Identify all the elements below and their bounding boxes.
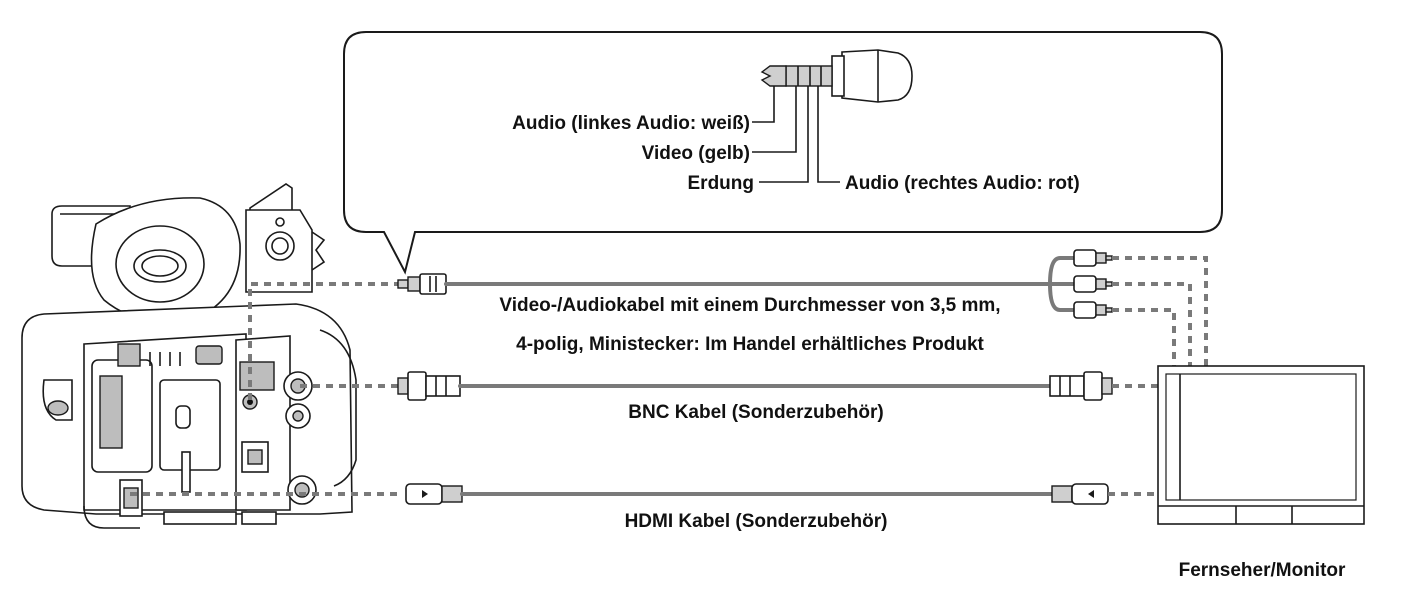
monitor-label: Fernseher/Monitor — [1179, 560, 1346, 581]
bnc-cable — [397, 371, 1160, 401]
callout-leader-lines — [752, 86, 840, 183]
dashed-links-camera — [130, 282, 398, 496]
hdmi-cable — [405, 483, 1160, 505]
tv-monitor — [1157, 365, 1365, 525]
av-cable — [397, 249, 1208, 368]
camcorder — [21, 183, 357, 529]
label-ground: Erdung — [688, 173, 755, 194]
av-cable-label-line1: Video-/Audiokabel mit einem Durchmesser … — [499, 295, 1000, 316]
mini-plug-enlarged — [760, 49, 913, 103]
label-audio-right: Audio (rechtes Audio: rot) — [845, 173, 1080, 194]
label-video: Video (gelb) — [642, 143, 750, 164]
bnc-cable-label: BNC Kabel (Sonderzubehör) — [628, 402, 883, 423]
label-audio-left: Audio (linkes Audio: weiß) — [512, 113, 750, 134]
hdmi-cable-label: HDMI Kabel (Sonderzubehör) — [625, 511, 888, 532]
av-cable-label-line2: 4-polig, Ministecker: Im Handel erhältli… — [516, 334, 984, 355]
